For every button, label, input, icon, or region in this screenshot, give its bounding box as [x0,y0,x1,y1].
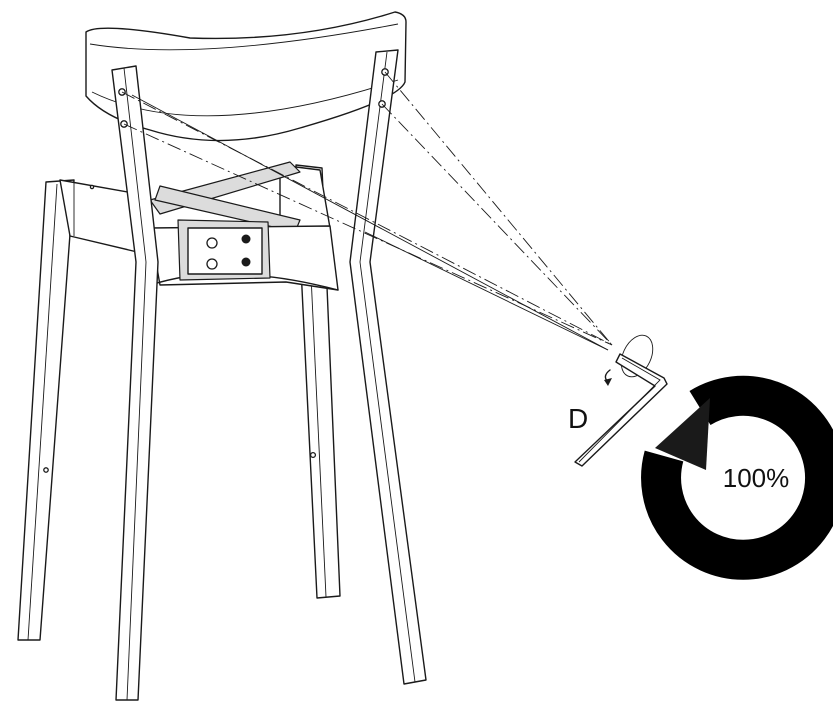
tool-label-d: D [568,403,588,434]
seat-frame [59,161,339,291]
rear-left-leg [17,179,75,641]
right-back-post [349,49,427,685]
bolt-guide-lines [121,71,613,351]
rotation-arrow-icon [641,375,833,580]
left-back-post [111,65,159,701]
corner-bracket [177,219,271,281]
allen-key-icon [574,334,668,467]
tighten-percent-label: 100% [723,463,790,493]
